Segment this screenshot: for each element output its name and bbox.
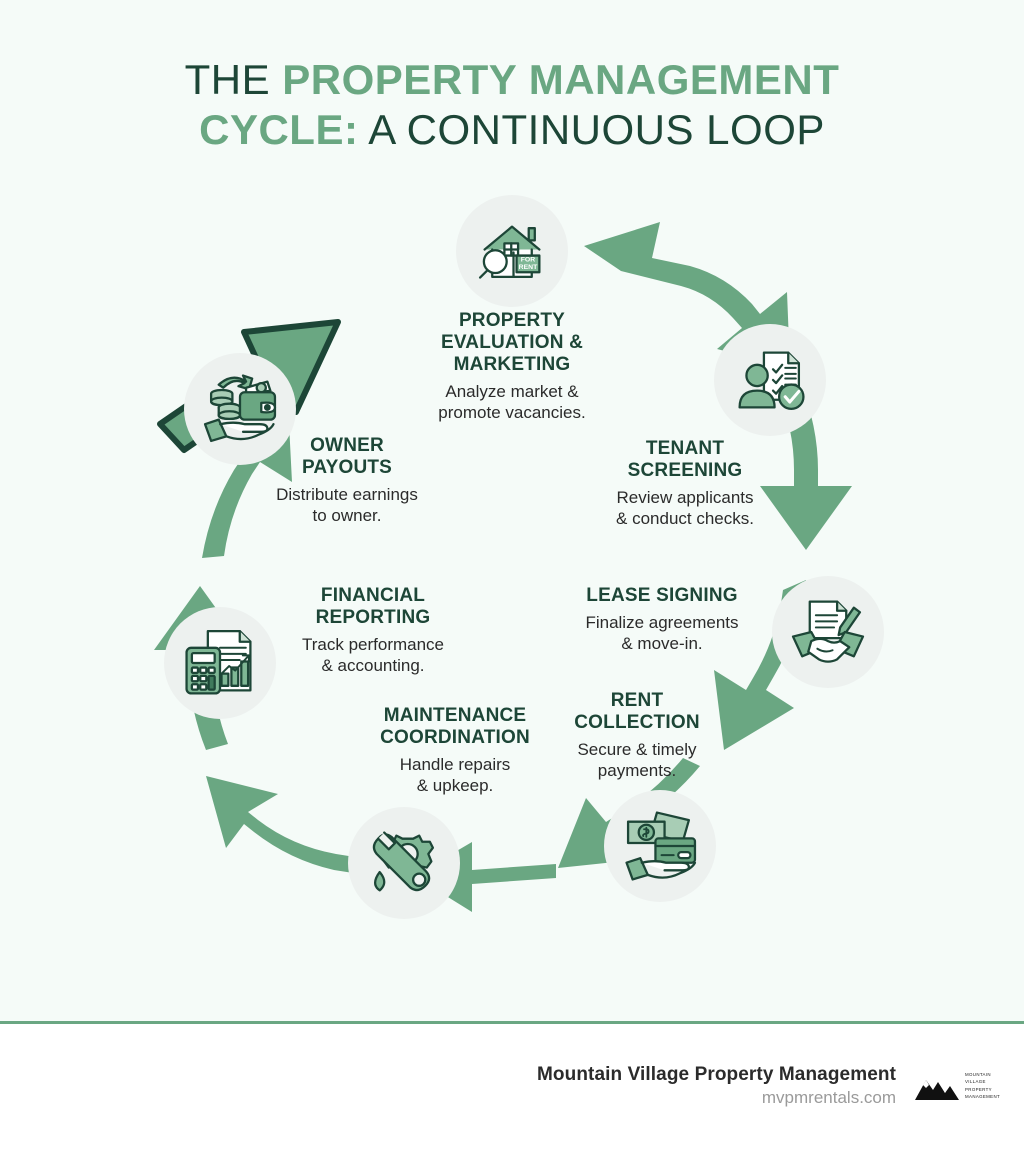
step-heading: RENT COLLECTION	[574, 690, 700, 734]
main-canvas	[0, 0, 1024, 1023]
step-description: Distribute earnings to owner.	[276, 485, 418, 526]
cycle-label-tenant-screening: TENANT SCREENING Review applicants & con…	[560, 438, 810, 530]
footer-content: Mountain Village Property Management mvp…	[537, 1064, 1000, 1108]
arrow-segment-1	[584, 222, 790, 368]
step-heading: LEASE SIGNING	[586, 585, 738, 606]
cycle-label-lease-signing: LEASE SIGNING Finalize agreements & move…	[537, 585, 787, 655]
cycle-node-financial-reporting[interactable]	[164, 607, 276, 719]
cycle-node-owner-payouts[interactable]	[184, 353, 296, 465]
footer-text-block: Mountain Village Property Management mvp…	[537, 1064, 896, 1108]
cycle-diagram: FOR RENT PROPERTY EVALUATION & MARKETING…	[0, 170, 1024, 970]
section-divider	[0, 1021, 1024, 1024]
cycle-label-rent-collection: RENT COLLECTION Secure & timely payments…	[512, 690, 762, 782]
title-line-1: THE PROPERTY MANAGEMENT	[0, 55, 1024, 105]
title-the: THE	[184, 56, 283, 103]
mountain-logo-icon	[915, 1080, 960, 1100]
step-heading: OWNER PAYOUTS	[301, 435, 393, 479]
person-checklist-approved-icon	[738, 351, 805, 411]
step-description: Review applicants & conduct checks.	[616, 488, 754, 529]
logo-word-3: PROPERTY	[965, 1086, 992, 1092]
title-line-2: CYCLE: A CONTINUOUS LOOP	[0, 105, 1024, 155]
cycle-label-owner-payouts: OWNER PAYOUTS Distribute earnings to own…	[222, 435, 472, 527]
step-description: Finalize agreements & move-in.	[585, 613, 739, 654]
website-url[interactable]: mvpmrentals.com	[761, 1088, 897, 1107]
step-description: Secure & timely payments.	[577, 740, 697, 781]
wrench-gear-drop-icon	[372, 831, 435, 892]
step-description: Track performance & accounting.	[301, 635, 445, 676]
cycle-label-financial-reporting: FINANCIAL REPORTING Track performance & …	[248, 585, 498, 677]
cycle-node-rent-collection[interactable]	[604, 790, 716, 902]
title-continuous-loop: A CONTINUOUS LOOP	[358, 105, 825, 153]
cycle-label-maintenance-coordination: MAINTENANCE COORDINATION Handle repairs …	[330, 705, 580, 797]
hand-cash-credit-card-icon	[625, 811, 697, 881]
step-description: Handle repairs & upkeep.	[399, 755, 511, 796]
cycle-node-tenant-screening[interactable]	[714, 324, 826, 436]
cycle-node-maintenance-coordination[interactable]	[348, 807, 460, 919]
step-heading: MAINTENANCE COORDINATION	[380, 705, 530, 749]
hand-wallet-coins-icon	[203, 374, 277, 443]
logo-word-1: MOUNTAIN	[965, 1071, 991, 1077]
cycle-node-lease-signing[interactable]	[772, 576, 884, 688]
arrow-segment-2	[760, 382, 852, 550]
title-property-management: PROPERTY MANAGEMENT	[282, 56, 840, 103]
house-for-rent-magnifier-icon: FOR RENT	[478, 225, 541, 279]
step-description: Analyze market & promote vacancies.	[438, 382, 586, 423]
company-name: Mountain Village Property Management	[536, 1064, 897, 1085]
calculator-report-chart-icon	[185, 629, 252, 695]
cycle-node-property-evaluation-marketing[interactable]: FOR RENT	[456, 195, 568, 307]
step-heading: TENANT SCREENING	[627, 438, 743, 482]
title-cycle: CYCLE:	[199, 105, 359, 153]
handshake-contract-pen-icon	[791, 600, 865, 663]
logo-wordmark: MOUNTAIN VILLAGE PROPERTY MANAGEMENT	[965, 1072, 1000, 1101]
for-rent-sign-text: FOR	[521, 257, 535, 264]
logo-word-4: MANAGEMENT	[965, 1093, 1000, 1099]
arrow-segment-6	[206, 776, 400, 880]
page-title: THE PROPERTY MANAGEMENT CYCLE: A CONTINU…	[0, 55, 1024, 154]
step-heading: PROPERTY EVALUATION & MARKETING	[440, 310, 584, 376]
cycle-label-property-evaluation-marketing: PROPERTY EVALUATION & MARKETING Analyze …	[387, 310, 637, 424]
company-logo: MOUNTAIN VILLAGE PROPERTY MANAGEMENT	[914, 1071, 1000, 1101]
step-heading: FINANCIAL REPORTING	[315, 585, 431, 629]
footer: Mountain Village Property Management mvp…	[0, 1024, 1024, 1154]
for-rent-sign-text-2: RENT	[519, 264, 538, 271]
logo-word-2: VILLAGE	[965, 1079, 986, 1085]
